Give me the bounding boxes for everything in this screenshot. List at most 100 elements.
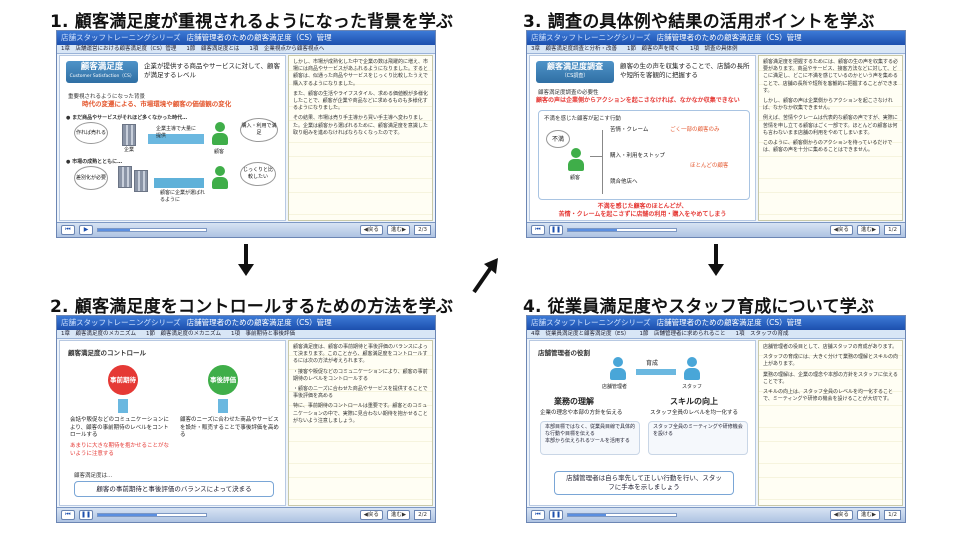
narration-notes: しかし、市場が成熟化した中で企業の数は飛躍的に増え、市場には商品やサービスがあふ… (288, 55, 433, 221)
breadcrumb: 1章 店舗運営における顧客満足度（CS）管理 1節 顧客満足度とは 1項 企業視点か… (57, 45, 435, 54)
back-button[interactable]: ◀戻る (359, 225, 383, 235)
breadcrumb-item[interactable]: 1項 スタッフの育成 (735, 331, 789, 337)
next-button[interactable]: 進む▶ (856, 510, 881, 520)
badge-sub: （CS調査） (561, 73, 589, 79)
step-title-3: 3. 調査の具体例や結果の活用ポイントを学ぶ (523, 12, 875, 32)
branch-line (602, 130, 603, 194)
customer-label: 顧客 (570, 175, 581, 181)
slide-area: 店舗管理者の役割 店舗管理者 育成 スタッフ 業務の理解 企業の理念や本部の方針… (529, 340, 756, 506)
rewind-button[interactable]: ⏮ (531, 225, 545, 235)
pause-button[interactable]: ❚❚ (79, 510, 93, 520)
note-paragraph: このように、顧客側からのアクションを待っているだけでは、顧客の声を十分に集めるこ… (763, 140, 893, 154)
note-paragraph: また、顧客の生活やライフスタイル、求める価値観が多様化したことで、顧客が企業や商… (293, 90, 429, 112)
customer-icon (210, 122, 230, 145)
seek-bar[interactable] (97, 513, 207, 517)
lead-text: 顧客の生の声を収集することで、店舗の長所や短所を客観的に把握する (620, 62, 750, 79)
next-button[interactable]: 進む▶ (386, 510, 411, 520)
era-label-past: ● まだ商品やサービスがそれほど多くなかった時代… (66, 115, 188, 121)
expectation-badge: 事前期待 (108, 365, 138, 395)
breadcrumb-item[interactable]: 1項 事前期待と事後評価 (231, 331, 296, 337)
note-paragraph: スタッフの育成には、大きく分けて業務の理解とスキルの向上があります。 (763, 354, 899, 368)
manager-icon (608, 357, 628, 380)
breadcrumb-section[interactable]: 1節 顧客の声を聞く (627, 46, 681, 52)
narration-notes: 顧客満足度は、顧客の事前期待と事後評価のバランスによって決まります。このことから… (288, 340, 433, 506)
course-name: 店舗管理者のための顧客満足度（CS）管理 (656, 33, 802, 42)
customer-icon (566, 148, 586, 171)
topic-badge: 顧客満足度調査 （CS調査） (536, 61, 614, 83)
left-arrow-icon (154, 178, 204, 188)
step-title-4: 4. 従業員満足度やスタッフ育成について学ぶ (523, 297, 875, 317)
seek-bar[interactable] (97, 228, 207, 232)
customer-label: 顧客 (214, 149, 225, 155)
note-paragraph: 特に、事前期待のコントロールは重要です。顧客とのコミュニケーションの中で、実際に… (293, 403, 428, 424)
warning-text: あまりに大きな期待を抱かせることがないように注意する (70, 443, 170, 457)
back-button[interactable]: ◀戻る (359, 510, 383, 520)
seek-bar[interactable] (567, 228, 677, 232)
note-paragraph: ・顧客のニーズに合わせた商品やサービスを提供することで事後評価を高める (293, 386, 428, 400)
evaluation-badge: 事後評価 (208, 365, 238, 395)
title-bar: 店舗スタッフトレーニングシリーズ店舗管理者のための顧客満足度（CS）管理 (57, 31, 435, 45)
section-heading: 重要視されるようになった背景 (68, 94, 146, 100)
up-arrow-icon (118, 399, 128, 413)
breadcrumb-section[interactable]: 1節 顧客満足度のメカニズム (146, 331, 222, 337)
branch-line (590, 156, 602, 157)
breadcrumb-section[interactable]: 1節 顧客満足度とは (186, 46, 240, 52)
note-paragraph: 業務の理解は、企業の理念や本部の方針をスタッフに伝えることです。 (763, 371, 898, 385)
speech-bubble: 作れば売れる (74, 122, 108, 144)
diagonal-arrow-icon (472, 258, 498, 294)
breadcrumb-section[interactable]: 1節 店舗管理者に求められること (639, 331, 726, 337)
back-button[interactable]: ◀戻る (829, 510, 853, 520)
pause-button[interactable]: ❚❚ (549, 510, 563, 520)
badge-main: 顧客満足度調査 (547, 62, 603, 71)
breadcrumb-chapter[interactable]: 4章 従業員満足度と顧客満足度（ES） (531, 331, 630, 337)
series-name: 店舗スタッフトレーニングシリーズ (61, 33, 181, 42)
staff-label: スタッフ (682, 384, 703, 390)
slide-area: 顧客満足度調査 （CS調査） 顧客の生の声を収集することで、店舗の長所や短所を客… (529, 55, 756, 221)
company-building-icon (118, 166, 132, 188)
player-controls: ⏮ ❚❚ ◀戻る 進む▶ 1/2 (527, 507, 905, 522)
column-right-title: スキルの向上 (670, 397, 718, 406)
rewind-button[interactable]: ⏮ (61, 510, 75, 520)
right-arrow-icon (636, 369, 676, 375)
conclusion-line-1: 不満を感じた顧客のほとんどが、 (597, 203, 688, 210)
breadcrumb-chapter[interactable]: 1章 顧客満足度のメカニズム (61, 331, 137, 337)
speech-bubble: 差別化が必要 (74, 166, 108, 190)
topic-badge: 顧客満足度 Customer Satisfaction（CS） (66, 61, 138, 83)
rewind-button[interactable]: ⏮ (61, 225, 75, 235)
next-button[interactable]: 進む▶ (856, 225, 881, 235)
note-paragraph: しかし、市場が成熟化した中で企業の数は飛躍的に増え、市場には商品やサービスがあふ… (293, 59, 429, 87)
breadcrumb-chapter[interactable]: 1章 店舗運営における顧客満足度（CS）管理 (61, 46, 177, 52)
slide-area: 顧客満足度のコントロール 事前期待 事後評価 会話や販促などのコミュニケーション… (59, 340, 286, 506)
series-name: 店舗スタッフトレーニングシリーズ (531, 33, 651, 42)
seek-bar[interactable] (567, 513, 677, 517)
breadcrumb-item[interactable]: 1項 企業視点から顧客視点へ (249, 46, 325, 52)
note-paragraph: スキルの向上は、スタッフ全員のレベルを均一化することで、ミーティングや研修の機会… (763, 389, 894, 403)
screenshot-panel-2: 店舗スタッフトレーニングシリーズ店舗管理者のための顧客満足度（CS）管理 1章 … (56, 315, 436, 523)
badge-sub: Customer Satisfaction（CS） (69, 74, 135, 79)
play-button[interactable]: ▶ (79, 225, 93, 235)
note-paragraph: 顧客満足度を把握するためには、顧客の生の声を収集する必要があります。商品やサービ… (763, 59, 899, 94)
summary-box: 店舗管理者は自ら率先して正しい行動を行い、スタッフに手本を示しましょう (554, 471, 734, 495)
staff-icon (682, 357, 702, 380)
title-bar: 店舗スタッフトレーニングシリーズ店舗管理者のための顧客満足度（CS）管理 (527, 316, 905, 330)
list-item: 本部目標ではなく、従業員目線で具体的な行動や目標を伝える (545, 424, 636, 437)
pause-button[interactable]: ❚❚ (549, 225, 563, 235)
diagram-title: 不満を感じた顧客が起こす行動 (544, 116, 621, 122)
summary-box: 顧客の事前期待と事後評価のバランスによって決まる (74, 481, 274, 497)
breadcrumb-chapter[interactable]: 3章 顧客満足度調査と分析・改善 (531, 46, 618, 52)
note-paragraph: ・接客や販促などのコミュニケーションにより、顧客の事前期待のレベルをコントロール… (293, 368, 428, 382)
breadcrumb-item[interactable]: 1項 調査の具体例 (690, 46, 738, 52)
next-button[interactable]: 進む▶ (386, 225, 411, 235)
column-left-title: 業務の理解 (554, 397, 594, 406)
step-title-2: 2. 顧客満足度をコントロールするための方法を学ぶ (50, 297, 454, 317)
slide-area: 顧客満足度 Customer Satisfaction（CS） 企業が提供する商… (59, 55, 286, 221)
back-button[interactable]: ◀戻る (829, 225, 853, 235)
rewind-button[interactable]: ⏮ (531, 510, 545, 520)
player-controls: ⏮ ▶ ◀戻る 進む▶ 2/3 (57, 222, 435, 237)
speech-bubble: じっくりと比較したい (240, 162, 276, 186)
action-stop: 購入・利用をストップ (610, 153, 666, 159)
action-complaint-result: ごく一部の顧客のみ (670, 127, 720, 133)
evaluation-text: 顧客のニーズに合わせた商品やサービスを設計・販売することで事後評価を高める (180, 417, 279, 438)
down-arrow-icon (238, 244, 254, 276)
company-building-icon (122, 124, 136, 146)
